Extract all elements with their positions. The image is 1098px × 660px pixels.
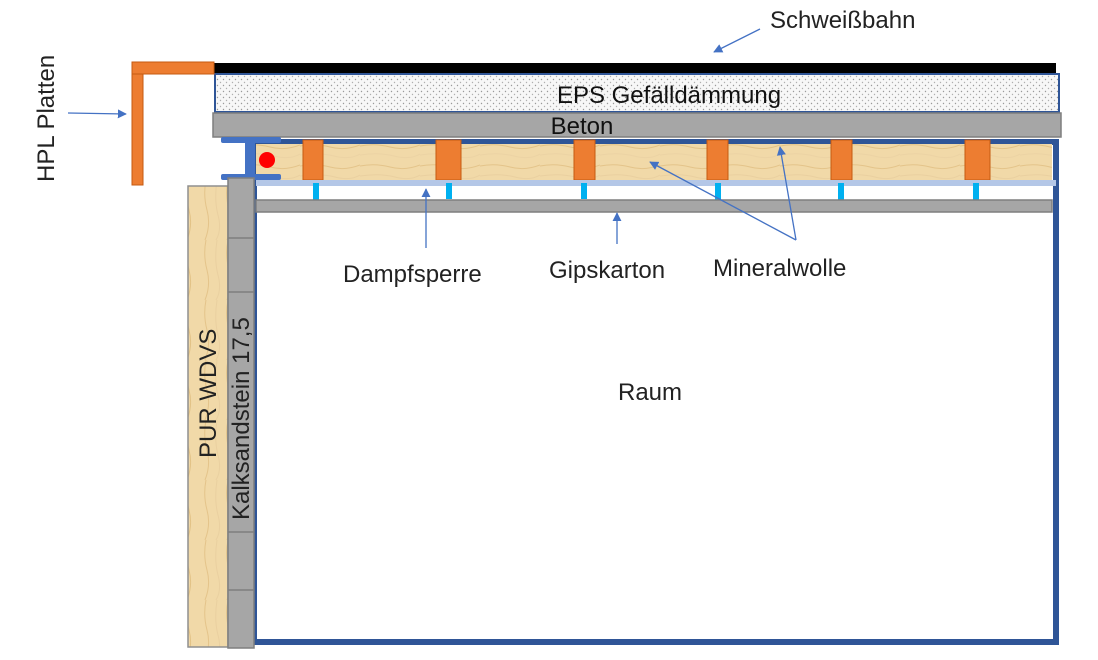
label-beton: Beton [551,113,614,140]
red-marker-dot [259,152,275,168]
arrow-hpl [67,109,127,119]
steel-profile [221,137,302,180]
arrow-mineralwolle-2 [776,146,797,241]
timber-beam [830,139,853,181]
label-hpl: HPL Platten [33,55,60,182]
timber-beam [706,139,729,181]
label-kalksandstein: Kalksandstein 17,5 [228,317,255,520]
hanger-clip [838,183,844,203]
arrow-mineralwolle-1 [649,161,797,241]
hanger-clips [313,183,979,203]
beton-layer [212,112,1062,138]
label-eps: EPS Gefälldämmung [557,82,781,109]
timber-beam [435,139,462,181]
pur-wdvs-layer [187,185,229,648]
hanger-clip [973,183,979,203]
mineralwolle-layer [256,144,1052,180]
eps-insulation-layer [214,73,1060,113]
label-schweissbahn: Schweißbahn [770,7,915,34]
gipskarton-layer [255,199,1053,213]
timber-beam [964,139,991,181]
hanger-clip [313,183,319,203]
label-gipskarton: Gipskarton [549,257,665,284]
timber-beam [573,139,596,181]
label-dampfsperre: Dampfsperre [343,261,482,288]
label-mineralwolle: Mineralwolle [713,255,846,282]
arrow-schweissbahn [713,28,761,53]
hanger-clip [715,183,721,203]
label-raum: Raum [618,379,682,406]
hanger-clip [581,183,587,199]
hpl-panel [131,61,215,186]
timber-beams [302,139,991,181]
schweissbahn-membrane [214,63,1056,73]
room-frame [251,139,1059,645]
label-pur-wdvs: PUR WDVS [195,329,222,458]
kalksandstein-wall [227,177,255,649]
leader-lines [67,28,797,248]
dampfsperre-line [256,180,1056,186]
timber-beam [302,139,324,181]
hanger-clip [446,183,452,199]
